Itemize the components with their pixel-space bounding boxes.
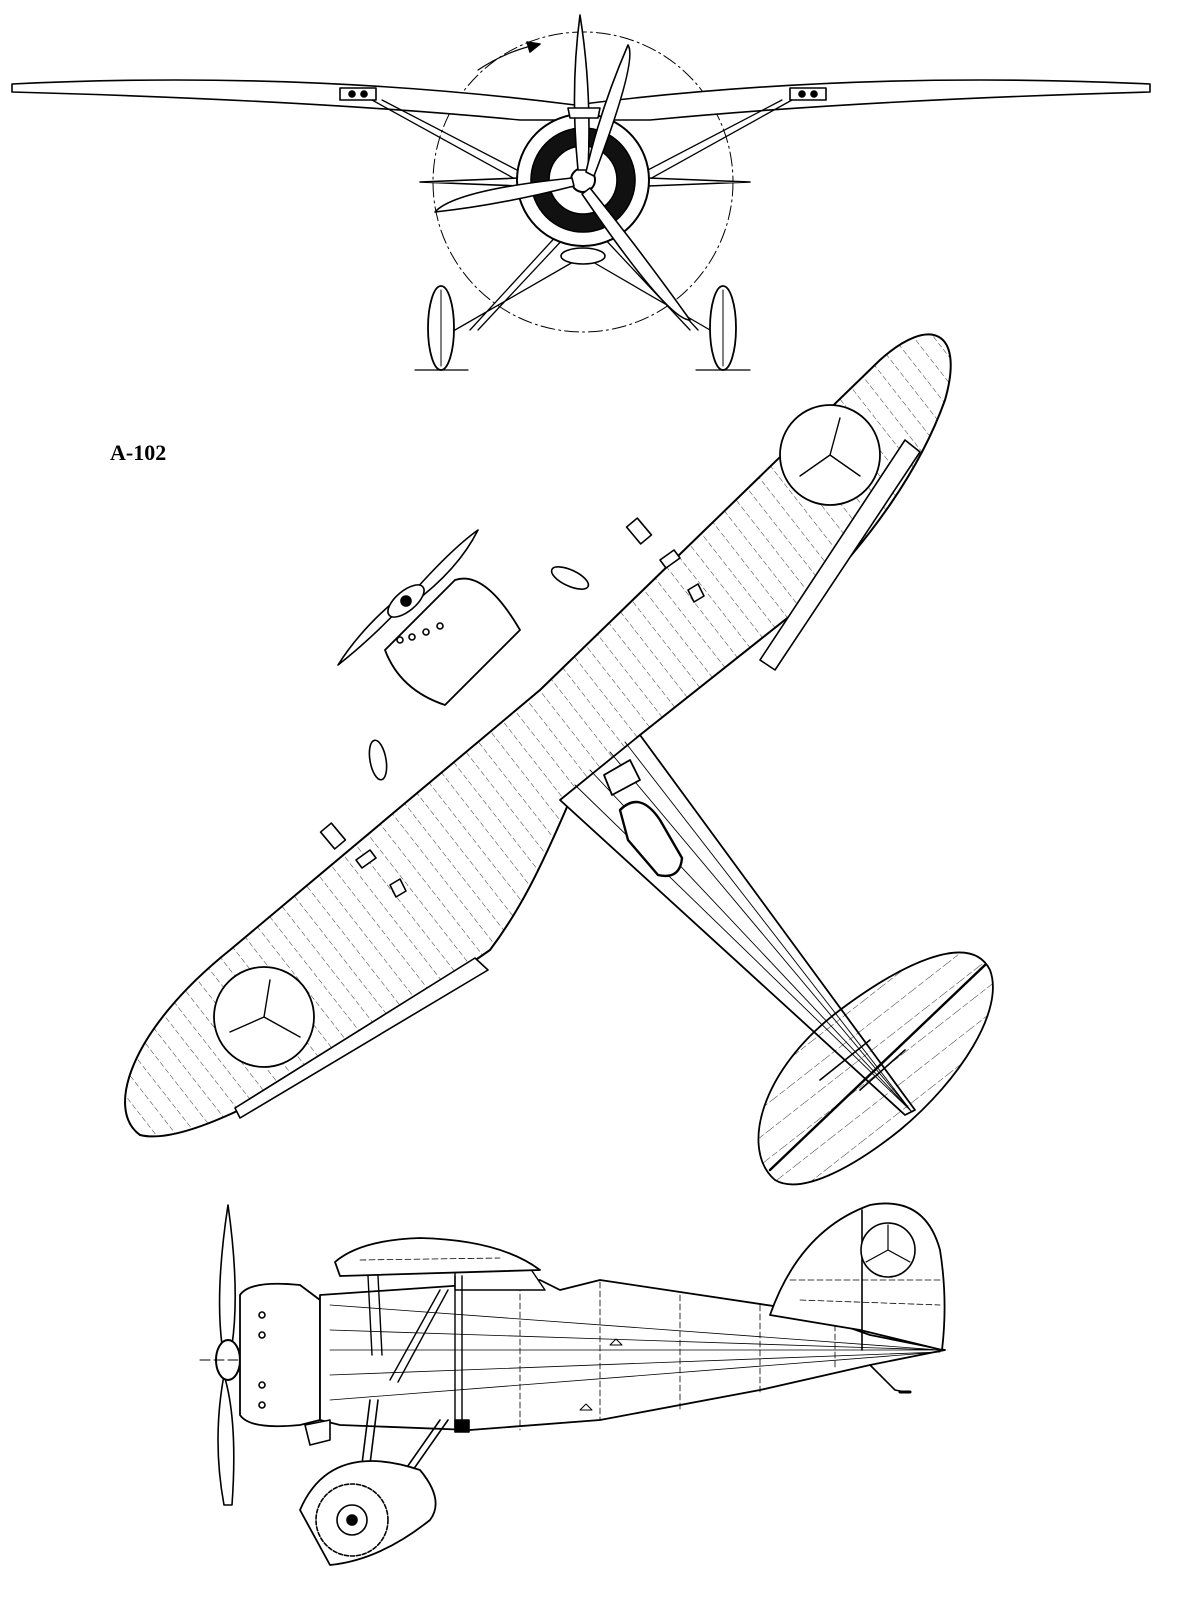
wing-struts-side	[368, 1276, 462, 1430]
rotation-arrow	[478, 45, 535, 70]
aileron-left	[235, 958, 488, 1118]
plan-view	[125, 334, 993, 1184]
propeller-blade-lower-right	[582, 188, 690, 320]
engine-cowling-side	[240, 1284, 320, 1427]
aircraft-designation: A-102	[110, 440, 167, 465]
propeller-blade-upper-right	[586, 45, 630, 176]
propeller-blade-lower-left	[435, 178, 574, 212]
tail-skid	[870, 1365, 905, 1392]
right-aileron-hinge	[790, 88, 826, 100]
landing-gear-strut	[355, 1400, 448, 1520]
side-view	[200, 1203, 945, 1565]
front-view	[12, 15, 1150, 370]
wing-side	[335, 1238, 540, 1276]
propeller-blade-upper	[574, 15, 589, 170]
propeller-plan	[338, 530, 478, 665]
front-wing	[12, 80, 1150, 120]
engine-cowling-plan	[385, 579, 520, 705]
left-aileron-hinge	[340, 88, 376, 100]
aileron-right	[760, 440, 920, 670]
cockpit-plan	[620, 802, 682, 876]
